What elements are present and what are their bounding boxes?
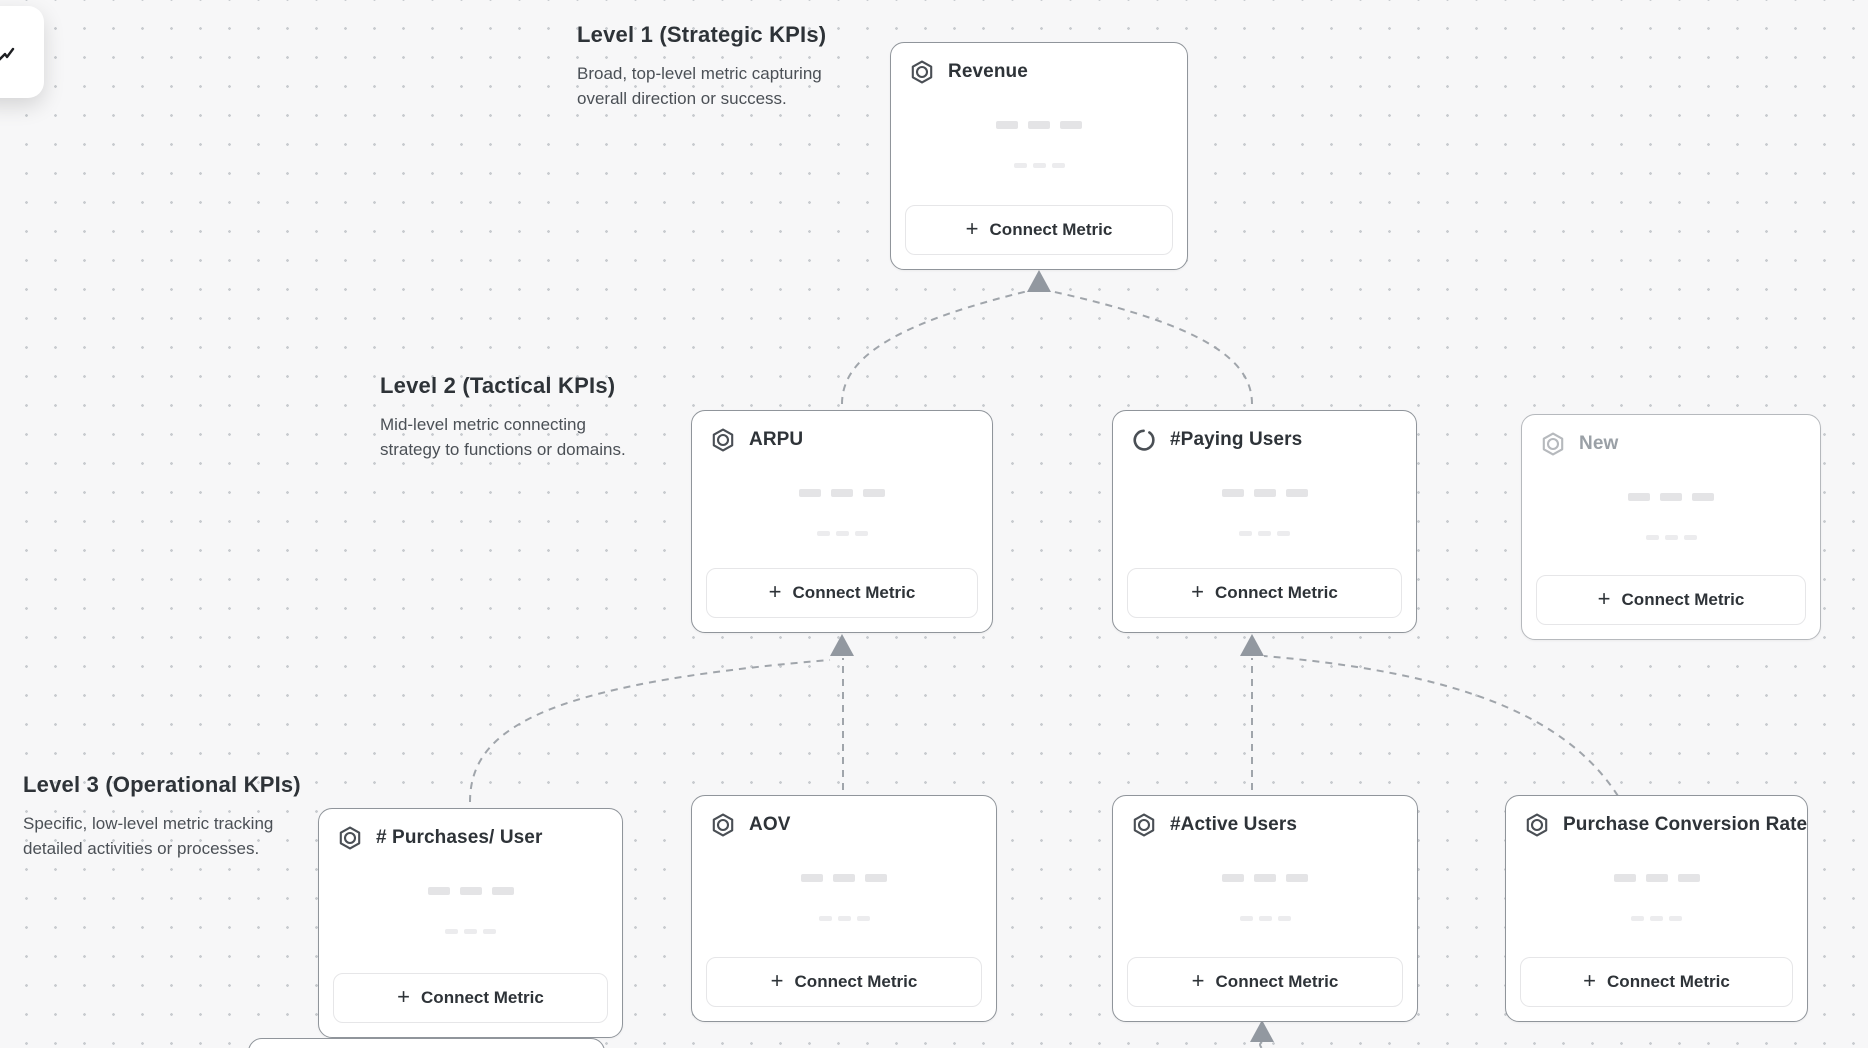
metric-skeleton-placeholder xyxy=(319,929,622,934)
cursor-tool-icon xyxy=(0,47,15,61)
plus-icon: + xyxy=(1191,968,1205,993)
metric-hexagon-icon xyxy=(1131,812,1157,838)
metric-card-title: Revenue xyxy=(948,61,1028,82)
connect-metric-button[interactable]: + Connect Metric xyxy=(905,205,1173,255)
plus-icon: + xyxy=(770,968,784,993)
connect-metric-button[interactable]: + Connect Metric xyxy=(706,957,982,1007)
plus-icon: + xyxy=(768,579,782,604)
metric-skeleton-placeholder xyxy=(1522,493,1820,501)
floating-toolbar-panel[interactable] xyxy=(0,6,44,98)
connect-metric-button[interactable]: + Connect Metric xyxy=(706,568,978,618)
plus-icon: + xyxy=(1583,968,1597,993)
level-2-description: Mid-level metric connecting strategy to … xyxy=(380,415,626,459)
metric-hexagon-icon xyxy=(909,59,935,85)
metric-card-title: AOV xyxy=(749,814,791,835)
metric-card-title: Purchase Conversion Rate xyxy=(1563,814,1808,835)
metric-card-revenue[interactable]: Revenue + Connect Metric xyxy=(890,42,1188,270)
level-3-description: Specific, low-level metric tracking deta… xyxy=(23,814,274,858)
metric-skeleton-placeholder xyxy=(1113,874,1417,882)
metric-skeleton-placeholder xyxy=(891,163,1187,168)
connect-metric-label: Connect Metric xyxy=(989,220,1113,239)
metric-card-title: #Paying Users xyxy=(1170,429,1303,450)
metric-card-purchases-per-user[interactable]: # Purchases/ User + Connect Metric xyxy=(318,808,623,1038)
metric-skeleton-placeholder xyxy=(891,121,1187,129)
plus-icon: + xyxy=(1597,586,1611,611)
plus-icon: + xyxy=(965,216,979,241)
metric-card-paying-users[interactable]: #Paying Users + Connect Metric xyxy=(1112,410,1417,633)
metric-card-active-users[interactable]: #Active Users + Connect Metric xyxy=(1112,795,1418,1022)
metric-card-aov[interactable]: AOV + Connect Metric xyxy=(691,795,997,1022)
metric-hexagon-icon xyxy=(1524,812,1550,838)
connect-metric-button[interactable]: + Connect Metric xyxy=(1127,568,1402,618)
metric-skeleton-placeholder xyxy=(692,489,992,497)
level-3-heading: Level 3 (Operational KPIs) xyxy=(23,772,301,797)
plus-icon: + xyxy=(1191,579,1205,604)
metric-skeleton-placeholder xyxy=(1522,535,1820,540)
metric-skeleton-placeholder xyxy=(1506,916,1807,921)
connect-metric-label: Connect Metric xyxy=(794,972,918,991)
metric-hexagon-icon xyxy=(337,825,363,851)
level-2-heading: Level 2 (Tactical KPIs) xyxy=(380,373,616,398)
loading-spinner-icon xyxy=(1131,427,1157,453)
connect-metric-label: Connect Metric xyxy=(1215,972,1339,991)
metric-skeleton-placeholder xyxy=(1506,874,1807,882)
metric-skeleton-placeholder xyxy=(1113,489,1416,497)
connect-metric-label: Connect Metric xyxy=(1607,972,1730,991)
metric-hexagon-icon xyxy=(710,812,736,838)
connect-metric-label: Connect Metric xyxy=(421,988,544,1007)
metric-skeleton-placeholder xyxy=(1113,531,1416,536)
connect-metric-label: Connect Metric xyxy=(1621,590,1745,609)
metric-skeleton-placeholder xyxy=(692,874,996,882)
metric-skeleton-placeholder xyxy=(1113,916,1417,921)
metric-card-title: #Active Users xyxy=(1170,814,1297,835)
connect-metric-label: Connect Metric xyxy=(1215,583,1338,602)
metric-card-arpu[interactable]: ARPU + Connect Metric xyxy=(691,410,993,633)
metric-hexagon-icon xyxy=(1540,431,1566,457)
connect-metric-label: Connect Metric xyxy=(792,583,916,602)
connect-metric-button[interactable]: + Connect Metric xyxy=(333,973,608,1023)
metric-card-new[interactable]: New + Connect Metric xyxy=(1521,414,1821,640)
metric-skeleton-placeholder xyxy=(692,531,992,536)
level-1-heading: Level 1 (Strategic KPIs) xyxy=(577,22,827,47)
metric-card-title: ARPU xyxy=(749,429,804,450)
partial-metric-card[interactable] xyxy=(248,1038,605,1048)
metric-card-purchase-conversion-rate[interactable]: Purchase Conversion Rate + Connect Metri… xyxy=(1505,795,1808,1022)
plus-icon: + xyxy=(397,984,411,1009)
metric-card-title: # Purchases/ User xyxy=(376,827,543,848)
connect-metric-button[interactable]: + Connect Metric xyxy=(1127,957,1403,1007)
level-1-description: Broad, top-level metric capturing overal… xyxy=(577,64,822,108)
connect-metric-button[interactable]: + Connect Metric xyxy=(1536,575,1806,625)
metric-skeleton-placeholder xyxy=(319,887,622,895)
metric-skeleton-placeholder xyxy=(692,916,996,921)
connect-metric-button[interactable]: + Connect Metric xyxy=(1520,957,1793,1007)
metric-hexagon-icon xyxy=(710,427,736,453)
metric-card-title: New xyxy=(1579,433,1619,454)
